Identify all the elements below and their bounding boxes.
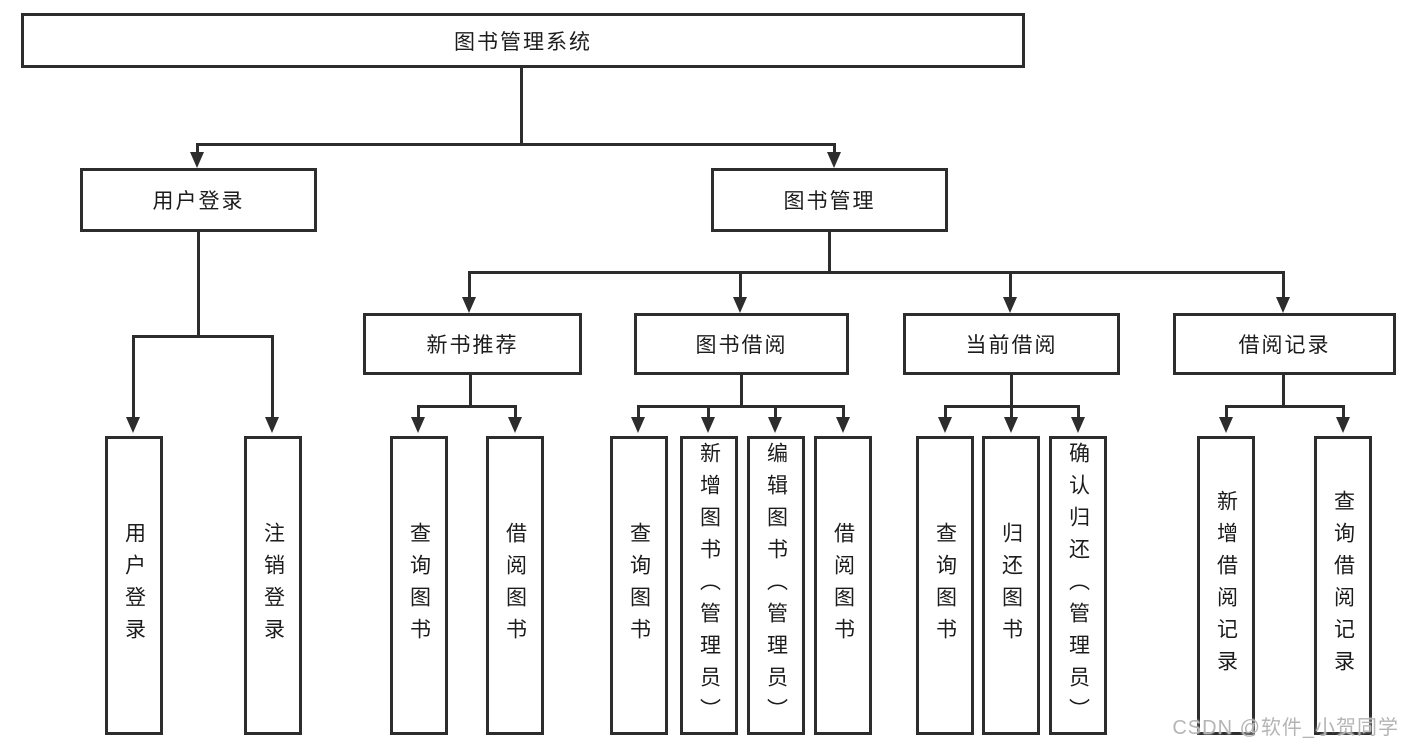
node-new-book-recommend: 新书推荐 xyxy=(363,313,582,375)
connector-line xyxy=(132,335,135,421)
leaf-borrow-query-books-label: 查询图书 xyxy=(627,521,651,650)
connector-line xyxy=(520,68,523,146)
connector-line xyxy=(1009,271,1012,299)
connector-line xyxy=(944,405,947,421)
leaf-logout-label: 注销登录 xyxy=(261,521,285,650)
arrow-down-icon xyxy=(411,417,425,433)
connector-line xyxy=(774,405,777,421)
node-user-login: 用户登录 xyxy=(80,168,317,232)
leaf-logout: 注销登录 xyxy=(244,436,302,735)
connector-line xyxy=(132,335,274,338)
connector-line xyxy=(417,405,420,421)
leaf-add-borrow-record: 新增借阅记录 xyxy=(1197,436,1255,735)
connector-line xyxy=(828,232,831,274)
arrow-down-icon xyxy=(836,417,850,433)
node-book-management-label: 图书管理 xyxy=(783,190,876,213)
leaf-confirm-return-admin-label: 确认归还（管理员） xyxy=(1066,441,1090,730)
leaf-borrow-borrow-books-label: 借阅图书 xyxy=(831,521,855,650)
arrow-down-icon xyxy=(733,297,747,313)
node-library-system-label: 图书管理系统 xyxy=(454,30,592,54)
connector-line xyxy=(469,375,472,408)
connector-line xyxy=(833,143,836,155)
leaf-current-query-books: 查询图书 xyxy=(916,436,974,735)
arrow-down-icon xyxy=(265,417,279,433)
arrow-down-icon xyxy=(462,297,476,313)
node-user-login-label: 用户登录 xyxy=(152,190,245,213)
arrow-down-icon xyxy=(1219,417,1233,433)
leaf-user-login-label: 用户登录 xyxy=(122,521,146,650)
arrow-down-icon xyxy=(1004,417,1018,433)
leaf-add-book-admin: 新增图书（管理员） xyxy=(680,436,738,735)
node-current-borrow: 当前借阅 xyxy=(903,313,1120,375)
connector-line xyxy=(196,143,836,146)
leaf-user-login: 用户登录 xyxy=(105,436,163,735)
arrow-down-icon xyxy=(190,152,204,168)
arrow-down-icon xyxy=(938,417,952,433)
leaf-recommend-borrow-books-label: 借阅图书 xyxy=(503,521,527,650)
leaf-return-book-label: 归还图书 xyxy=(999,521,1023,650)
connector-line xyxy=(1077,405,1080,421)
leaf-edit-book-admin: 编辑图书（管理员） xyxy=(747,436,805,735)
node-current-borrow-label: 当前借阅 xyxy=(965,334,1058,357)
connector-line xyxy=(271,335,274,421)
connector-line xyxy=(1010,405,1013,421)
leaf-return-book: 归还图书 xyxy=(982,436,1040,735)
leaf-recommend-borrow-books: 借阅图书 xyxy=(486,436,544,735)
connector-line xyxy=(514,405,517,421)
arrow-down-icon xyxy=(768,417,782,433)
node-borrow-records-label: 借阅记录 xyxy=(1238,334,1331,357)
connector-line xyxy=(637,405,845,408)
leaf-current-query-books-label: 查询图书 xyxy=(933,521,957,650)
leaf-borrow-query-books: 查询图书 xyxy=(610,436,668,735)
connector-line xyxy=(740,375,743,408)
connector-line xyxy=(417,405,517,408)
connector-line xyxy=(739,271,742,299)
leaf-recommend-query-books: 查询图书 xyxy=(390,436,448,735)
connector-line xyxy=(1225,405,1345,408)
connector-line xyxy=(637,405,640,421)
connector-line xyxy=(197,232,200,338)
connector-line xyxy=(1282,271,1285,299)
arrow-down-icon xyxy=(701,417,715,433)
connector-line xyxy=(1010,375,1013,408)
node-book-borrow-label: 图书借阅 xyxy=(695,334,788,357)
connector-line xyxy=(196,143,199,155)
leaf-query-borrow-record: 查询借阅记录 xyxy=(1314,436,1372,735)
csdn-watermark: CSDN @软件_小贺同学 xyxy=(1172,717,1399,739)
connector-line xyxy=(1342,405,1345,421)
leaf-confirm-return-admin: 确认归还（管理员） xyxy=(1049,436,1107,735)
connector-line xyxy=(468,271,1285,274)
leaf-recommend-query-books-label: 查询图书 xyxy=(407,521,431,650)
connector-line xyxy=(1225,405,1228,421)
node-book-borrow: 图书借阅 xyxy=(634,313,849,375)
arrow-down-icon xyxy=(508,417,522,433)
arrow-down-icon xyxy=(631,417,645,433)
leaf-query-borrow-record-label: 查询借阅记录 xyxy=(1331,489,1355,682)
arrow-down-icon xyxy=(1071,417,1085,433)
arrow-down-icon xyxy=(1336,417,1350,433)
arrow-down-icon xyxy=(1276,297,1290,313)
leaf-add-book-admin-label: 新增图书（管理员） xyxy=(697,441,721,730)
node-library-system: 图书管理系统 xyxy=(21,13,1025,68)
arrow-down-icon xyxy=(827,152,841,168)
arrow-down-icon xyxy=(126,417,140,433)
node-borrow-records: 借阅记录 xyxy=(1173,313,1396,375)
leaf-borrow-borrow-books: 借阅图书 xyxy=(814,436,872,735)
leaf-add-borrow-record-label: 新增借阅记录 xyxy=(1214,489,1238,682)
connector-line xyxy=(468,271,471,299)
connector-line xyxy=(707,405,710,421)
arrow-down-icon xyxy=(1003,297,1017,313)
node-book-management: 图书管理 xyxy=(711,168,948,232)
leaf-edit-book-admin-label: 编辑图书（管理员） xyxy=(764,441,788,730)
node-new-book-recommend-label: 新书推荐 xyxy=(426,334,519,357)
connector-line xyxy=(842,405,845,421)
connector-line xyxy=(1282,375,1285,408)
